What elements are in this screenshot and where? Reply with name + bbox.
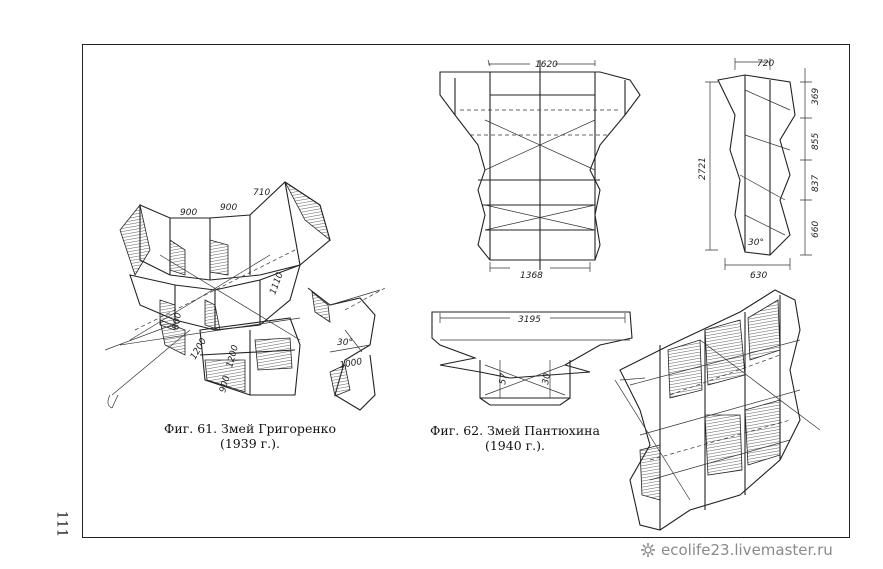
- fig62-side-dim-660: 660: [811, 221, 821, 238]
- page-number: 111: [53, 510, 70, 538]
- fig62-perspective-view: [614, 289, 821, 531]
- fig62-side-dim-369: 369: [811, 88, 821, 105]
- fig61-caption-title: Фиг. 61. Змей Григоренко: [163, 421, 337, 436]
- watermark: ecolife23.livemaster.ru: [640, 541, 833, 559]
- fig62-side-dim-837: 837: [811, 175, 821, 192]
- fig61-caption: Фиг. 61. Змей Григоренко (1939 г.).: [150, 421, 350, 451]
- fig61-kite-drawing: [104, 181, 386, 411]
- fig62-side-dim-720: 720: [757, 59, 774, 69]
- fig62-top-dim-30: 30: [541, 372, 553, 385]
- fig61-dim-10: 1000: [339, 357, 364, 371]
- fig61-dim-5: 800: [171, 312, 184, 331]
- fig62-side-dim-2721: 2721: [698, 157, 708, 180]
- fig62-top-dim-3195: 3195: [518, 315, 541, 325]
- fig61-dim-9: 30°: [337, 338, 353, 348]
- fig61-dim-2: 900: [220, 203, 237, 213]
- watermark-text: ecolife23.livemaster.ru: [661, 541, 833, 559]
- fig61-dim-3: 710: [253, 188, 270, 198]
- fig62-side-view: [705, 58, 812, 270]
- fig62-front-view: [439, 59, 641, 272]
- fig62-side-dim-855: 855: [811, 133, 821, 150]
- fig62-caption-year: (1940 г.).: [484, 438, 546, 453]
- fig61-dim-1: 900: [180, 208, 197, 218]
- gear-flower-icon: [641, 543, 655, 557]
- fig62-top-view: [431, 311, 633, 406]
- fig62-dim-1368: 1368: [520, 271, 543, 281]
- fig62-top-dim-57: 57: [498, 372, 510, 385]
- fig62-caption-title: Фиг. 62. Змей Пантюхина: [430, 423, 600, 438]
- fig62-side-dim-angle: 30°: [748, 238, 764, 248]
- fig61-dim-6: 1200: [189, 336, 209, 361]
- page-frame: [82, 44, 850, 538]
- fig62-caption: Фиг. 62. Змей Пантюхина (1940 г.).: [420, 423, 610, 453]
- fig61-dim-8: 900: [218, 374, 232, 393]
- fig61-caption-year: (1939 г.).: [219, 436, 281, 451]
- fig62-dim-1620: 1620: [535, 60, 558, 70]
- fig61-dim-4: 1110: [268, 271, 285, 296]
- fig62-side-dim-630: 630: [750, 271, 767, 281]
